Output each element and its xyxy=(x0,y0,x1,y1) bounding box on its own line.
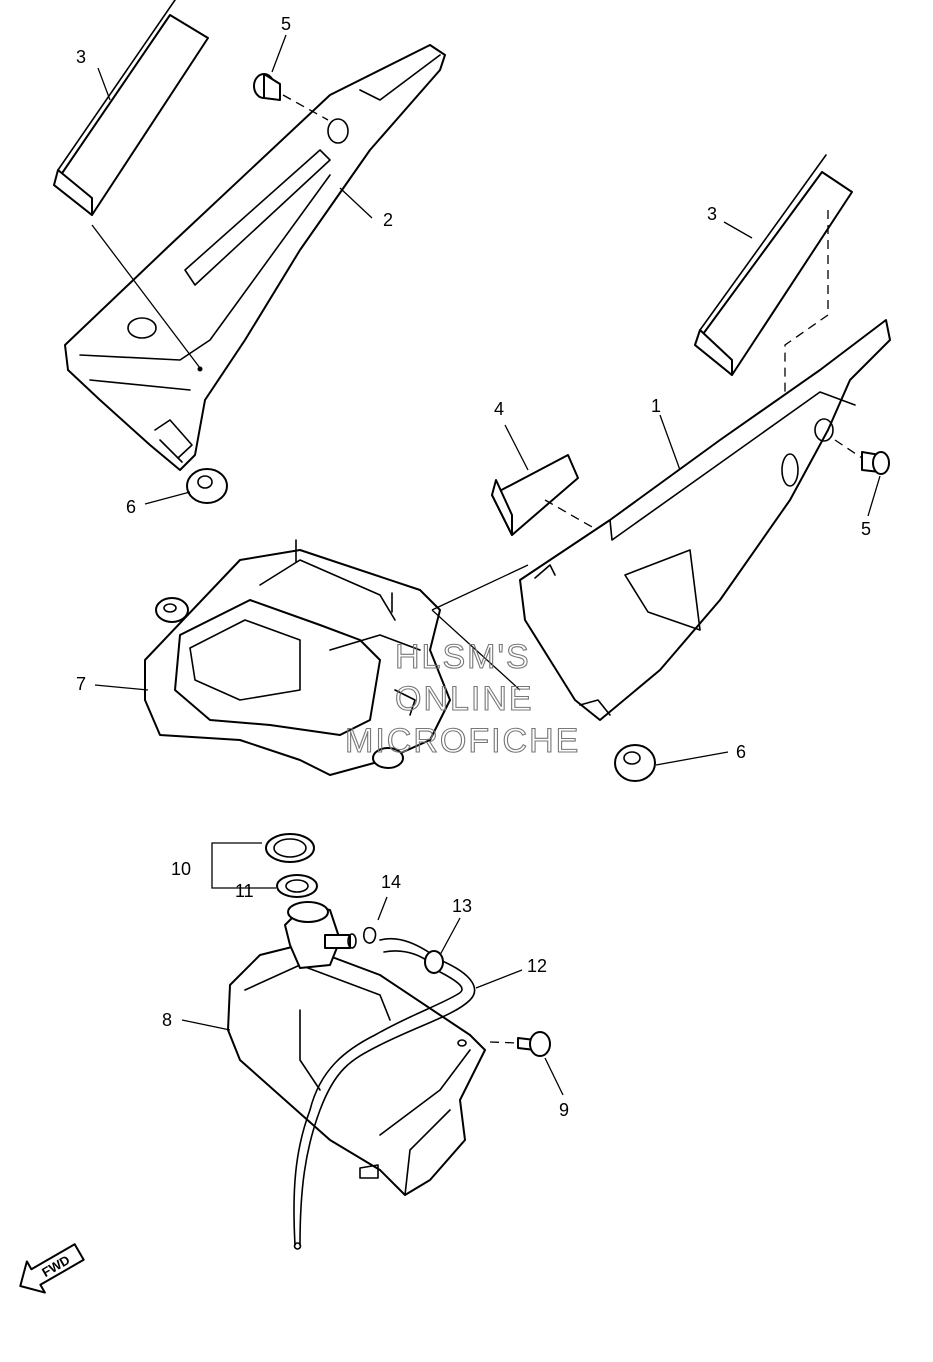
callout-11: 11 xyxy=(235,881,254,901)
callout-2: 2 xyxy=(383,210,393,230)
callout-8: 8 xyxy=(162,1010,172,1030)
screw-right xyxy=(834,439,890,475)
callout-6b: 6 xyxy=(736,742,746,762)
battery-box-tray xyxy=(144,539,451,776)
side-cover-right xyxy=(519,319,891,721)
callout-3b: 3 xyxy=(707,204,717,224)
callout-6: 6 xyxy=(126,497,136,517)
watermark-line-3: MICROFICHE xyxy=(345,722,580,760)
callout-5b: 5 xyxy=(861,519,871,539)
foam-pad-right xyxy=(694,154,853,376)
callout-13: 13 xyxy=(452,896,472,916)
callout-7: 7 xyxy=(76,674,86,694)
reservoir-tank xyxy=(227,901,486,1196)
side-cover-left xyxy=(64,44,446,471)
grommet-right xyxy=(614,744,656,782)
callout-10: 10 xyxy=(171,859,191,879)
callout-3: 3 xyxy=(76,47,86,67)
grommet-left xyxy=(186,468,228,504)
callout-1: 1 xyxy=(651,396,661,416)
foam-pad-left xyxy=(53,0,209,216)
callout-9: 9 xyxy=(559,1100,569,1120)
screw-upper-left xyxy=(253,73,329,121)
hose-clip xyxy=(363,896,388,944)
fwd-arrow-icon: FWD xyxy=(19,1243,85,1294)
cap-seal xyxy=(276,874,318,898)
flange-bolt xyxy=(489,1031,551,1057)
tank-cap xyxy=(265,833,315,863)
hose-fitting xyxy=(424,950,444,974)
attach-point xyxy=(197,366,203,372)
callout-4: 4 xyxy=(494,399,504,419)
callout-14: 14 xyxy=(381,872,401,892)
foam-pad-small xyxy=(491,454,579,536)
callout-5: 5 xyxy=(281,14,291,34)
watermark-line-2: ONLINE xyxy=(395,680,534,718)
watermark-line-1: HLSM'S xyxy=(395,638,531,676)
callout-12: 12 xyxy=(527,956,547,976)
